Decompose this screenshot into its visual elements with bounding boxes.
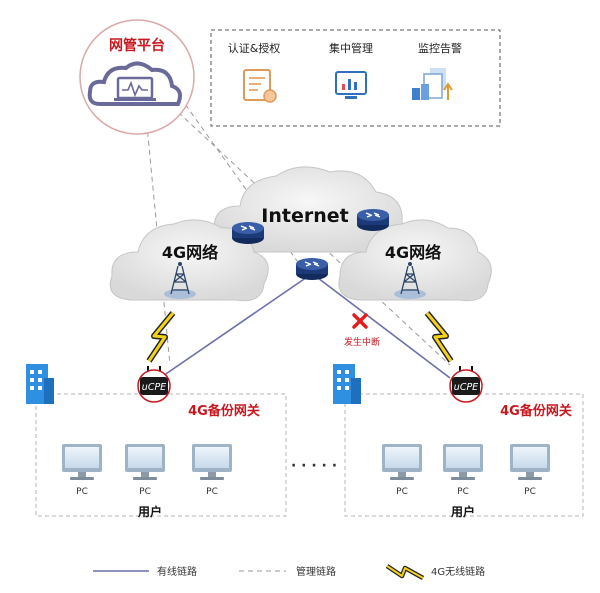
legend-management-label: 管理链路 [296, 565, 336, 578]
certificate-icon [243, 69, 277, 103]
router-icon [295, 257, 329, 281]
site-box-left [35, 393, 287, 517]
feature-panel [210, 29, 501, 127]
pc-icon [192, 444, 232, 480]
building-icon [333, 364, 361, 404]
feature-label-auth: 认证&授权 [228, 41, 281, 55]
pc-icon [62, 444, 102, 480]
building-icon [26, 364, 54, 404]
router-icon [356, 208, 390, 232]
break-label: 发生中断 [344, 336, 380, 348]
pc-icon [382, 444, 422, 480]
wireless-bolt-icon [146, 311, 176, 363]
pc-label: PC [139, 487, 151, 497]
monitor-chart-icon [335, 71, 367, 99]
ucpe-label: uCPE [454, 382, 478, 393]
right-4g-cloud [338, 219, 492, 302]
legend-wireless-label: 4G无线链路 [431, 565, 485, 578]
gateway-caption-right: 4G备份网关 [500, 403, 572, 419]
alert-report-icon [412, 68, 453, 100]
user-label-left: 用户 [137, 504, 162, 519]
legend: 有线链路 管理链路 4G无线链路 [93, 564, 485, 580]
feature-label-alert: 监控告警 [418, 41, 462, 55]
pc-label: PC [396, 487, 408, 497]
left-4g-cloud [109, 219, 269, 302]
platform-title: 网管平台 [109, 37, 165, 54]
link-break-icon [352, 313, 368, 329]
pc-label: PC [206, 487, 218, 497]
pc-label: PC [524, 487, 536, 497]
ucpe-label: uCPE [142, 382, 166, 393]
legend-wired-label: 有线链路 [157, 565, 197, 578]
feature-label-management: 集中管理 [329, 41, 373, 55]
pc-icon [443, 444, 483, 480]
pc-label: PC [76, 487, 88, 497]
wired-links [159, 274, 451, 379]
wireless-bolt-icon [424, 311, 454, 363]
platform-cloud-icon [87, 61, 182, 106]
left-4g-label: 4G网络 [162, 243, 218, 262]
more-sites-ellipsis: · · · · · [291, 458, 337, 474]
pc-icon [125, 444, 165, 480]
user-label-right: 用户 [450, 504, 475, 519]
pc-icon [510, 444, 550, 480]
gateway-caption-left: 4G备份网关 [188, 403, 260, 419]
internet-label: Internet [261, 205, 348, 227]
pc-label: PC [457, 487, 469, 497]
right-4g-label: 4G网络 [385, 243, 441, 262]
router-icon [231, 221, 265, 245]
